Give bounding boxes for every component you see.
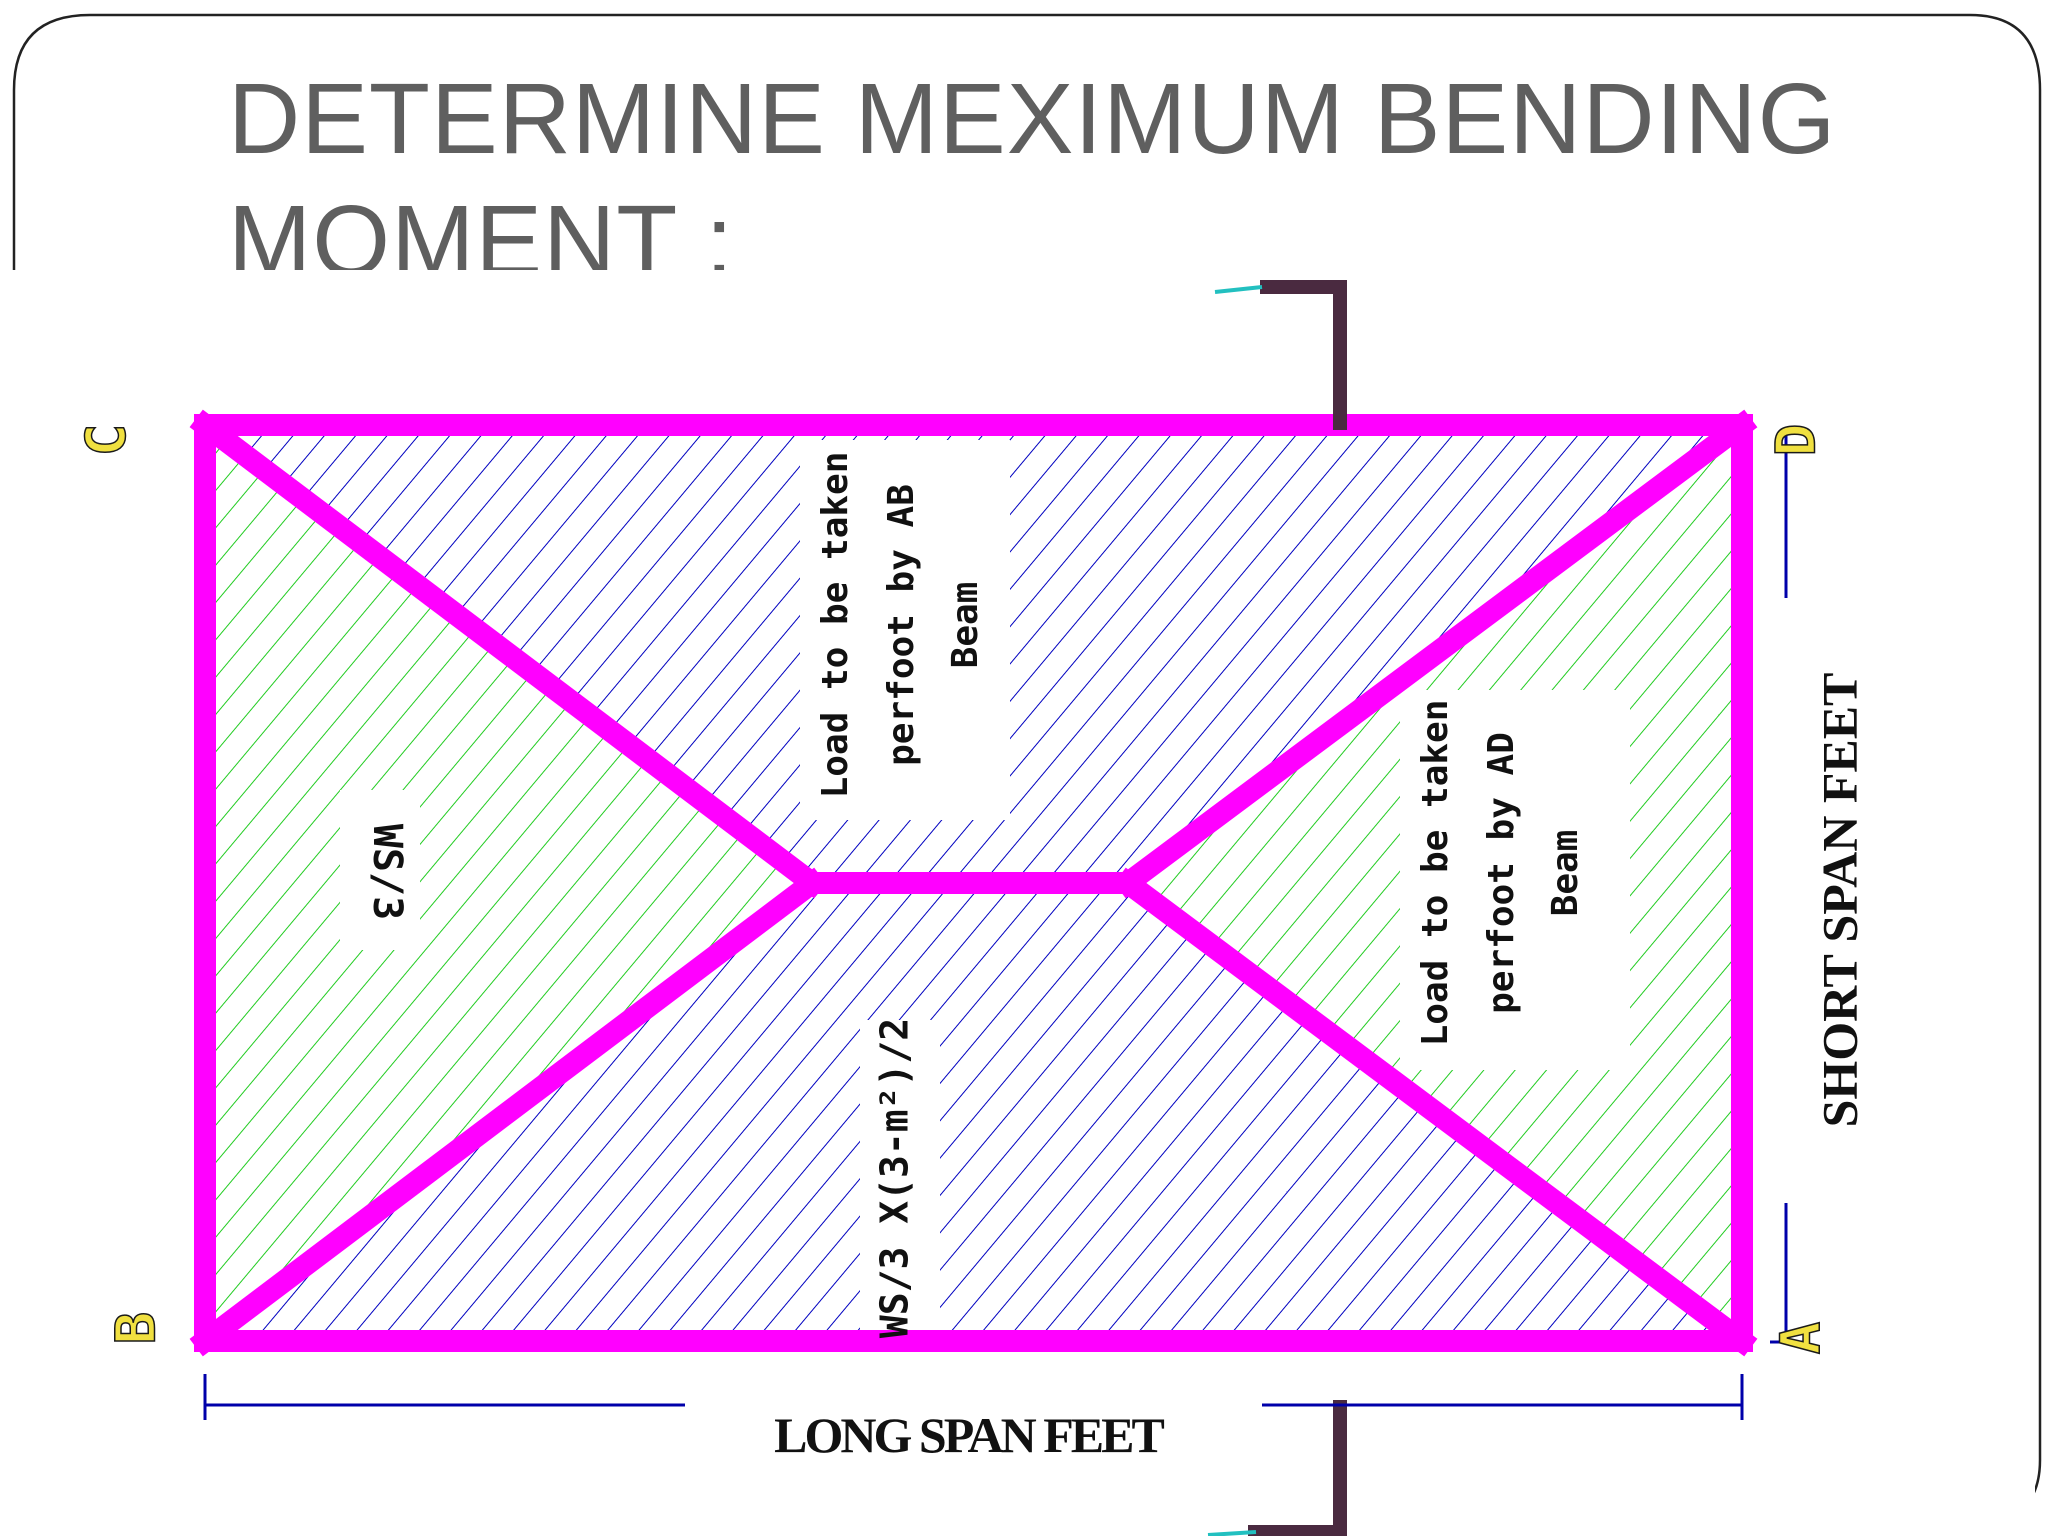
bottom-trapezoid-region [205,883,1742,1341]
beams [189,409,1758,1357]
hip-line-b [189,867,828,1357]
section-marker-top [1214,280,1347,430]
right-region-label: Load to be taken perfoot by AD Beam [1415,700,1586,1047]
slide-title-line2: MOMENT : [228,185,735,270]
top-region-label-line2: perfoot by AB [881,484,922,766]
short-span-label: SHORT SPAN FEET [1811,673,1867,1128]
long-span-label: LONG SPAN FEET [774,1407,1164,1463]
hip-line-c [189,409,828,899]
corner-label-b: B [105,1312,168,1345]
section-marker-bottom [1207,1400,1347,1536]
hip-line-a [1112,867,1758,1357]
left-region-label: WS/3 [364,824,410,920]
left-triangle-region [205,425,812,1341]
long-span-dimension [203,1374,1744,1420]
corner-label-c: C [75,424,138,457]
slide-title: DETERMINE MEXIMUM BENDING MOMENT : [228,58,1928,270]
corner-label-d: D [1765,424,1828,457]
bottom-region-label: WS/3 X(3-m²)/2 [873,1018,917,1338]
top-region-label-line3: Beam [945,582,986,669]
corner-label-a: A [1770,1322,1833,1355]
top-region-label: Load to be taken perfoot by AB Beam [815,452,986,799]
beam-outline [194,414,1753,1352]
short-span-dimension [1770,430,1808,1344]
slide-title-line1: DETERMINE MEXIMUM BENDING [228,63,1837,175]
top-region-label-line1: Load to be taken [815,452,856,799]
right-region-label-line3: Beam [1545,830,1586,917]
right-region-label-line1: Load to be taken [1415,700,1456,1047]
hip-line-d [1112,409,1758,899]
right-region-label-line2: perfoot by AD [1481,732,1522,1014]
